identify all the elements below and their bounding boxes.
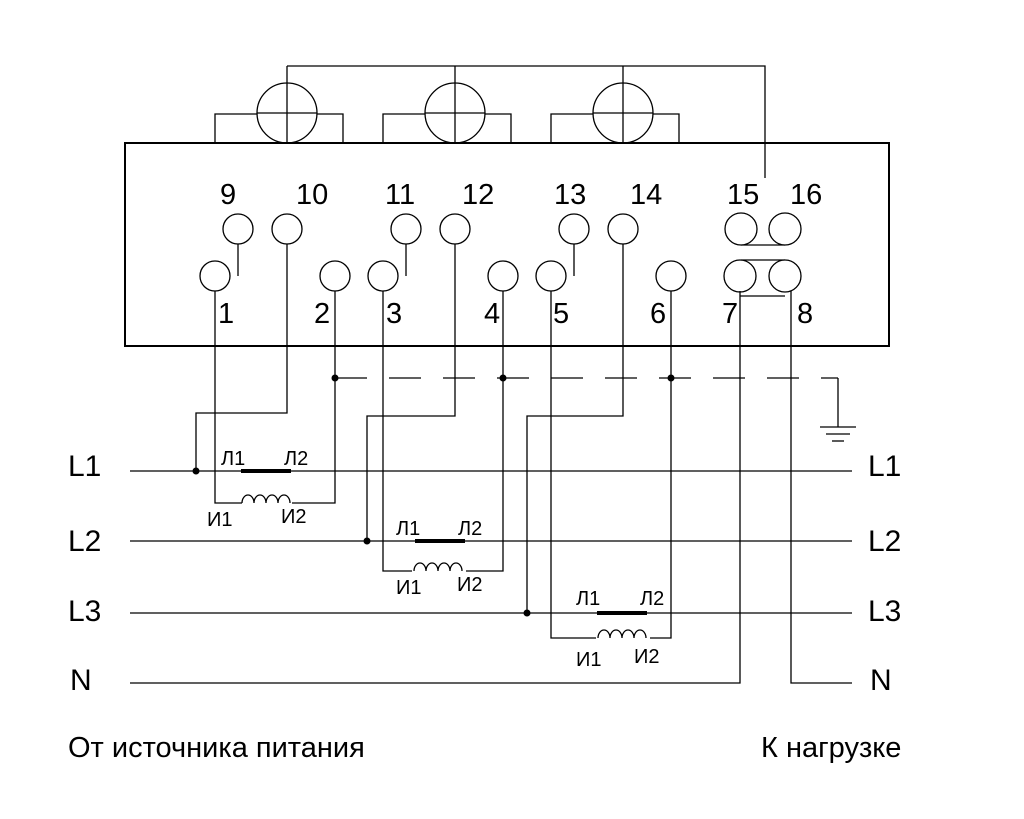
ct1-l2-label: Л2 bbox=[284, 448, 308, 470]
terminal-4-label: 4 bbox=[484, 298, 500, 330]
ground-icon bbox=[820, 426, 856, 442]
terminal-3 bbox=[367, 260, 399, 292]
ct2-i2-label: И2 bbox=[457, 574, 483, 596]
terminal-3-label: 3 bbox=[386, 298, 402, 330]
ct2-l1-label: Л1 bbox=[396, 518, 420, 540]
terminal-16 bbox=[768, 212, 802, 246]
caption-load: К нагрузке bbox=[761, 732, 901, 764]
terminal-11 bbox=[390, 213, 422, 245]
current-transformer-1: Л1 Л2 И1 И2 bbox=[207, 448, 308, 531]
terminal-15-label: 15 bbox=[727, 179, 759, 211]
terminal-12 bbox=[439, 213, 471, 245]
terminal-9 bbox=[222, 213, 254, 245]
ct2-i1-label: И1 bbox=[396, 577, 422, 599]
label-l3-left: L3 bbox=[68, 595, 101, 628]
terminal-7 bbox=[723, 259, 757, 293]
external-wiring bbox=[130, 244, 852, 684]
voltage-coil-1 bbox=[256, 82, 318, 144]
label-n-left: N bbox=[70, 664, 92, 697]
terminal-numbers: 9 10 11 12 13 14 15 16 1 2 3 4 5 6 7 8 bbox=[218, 179, 822, 330]
voltage-coils bbox=[256, 82, 654, 144]
terminal-16-label: 16 bbox=[790, 179, 822, 211]
terminal-1 bbox=[199, 260, 231, 292]
label-n-right: N bbox=[870, 664, 892, 697]
terminal-10 bbox=[271, 213, 303, 245]
terminal-15 bbox=[724, 212, 758, 246]
terminal-14 bbox=[607, 213, 639, 245]
terminal-6 bbox=[655, 260, 687, 292]
label-l1-left: L1 bbox=[68, 450, 101, 483]
label-l2-left: L2 bbox=[68, 525, 101, 558]
terminal-7-label: 7 bbox=[722, 298, 738, 330]
terminal-14-label: 14 bbox=[630, 179, 662, 211]
label-l2-right: L2 bbox=[868, 525, 901, 558]
terminal-1-label: 1 bbox=[218, 298, 234, 330]
ct1-l1-label: Л1 bbox=[221, 448, 245, 470]
terminal-8-label: 8 bbox=[797, 298, 813, 330]
label-l3-right: L3 bbox=[868, 595, 901, 628]
current-transformer-2: Л1 Л2 И1 И2 bbox=[396, 518, 483, 599]
terminal-2-label: 2 bbox=[314, 298, 330, 330]
terminal-9-label: 9 bbox=[220, 179, 236, 211]
ct3-i2-label: И2 bbox=[634, 646, 660, 668]
terminal-2 bbox=[319, 260, 351, 292]
ct2-l2-label: Л2 bbox=[458, 518, 482, 540]
caption-source: От источника питания bbox=[68, 732, 365, 764]
terminal-12-label: 12 bbox=[462, 179, 494, 211]
ct3-l1-label: Л1 bbox=[576, 588, 600, 610]
current-transformer-3: Л1 Л2 И1 И2 bbox=[576, 588, 664, 671]
terminal-13-label: 13 bbox=[554, 179, 586, 211]
terminal-5 bbox=[535, 260, 567, 292]
label-l1-right: L1 bbox=[868, 450, 901, 483]
ct3-i1-label: И1 bbox=[576, 649, 602, 671]
line-labels-left: L1 L2 L3 N bbox=[68, 450, 101, 697]
line-labels-right: L1 L2 L3 N bbox=[868, 450, 901, 697]
terminal-13 bbox=[558, 213, 590, 245]
ct3-l2-label: Л2 bbox=[640, 588, 664, 610]
voltage-coil-3 bbox=[592, 82, 654, 144]
voltage-coil-2 bbox=[424, 82, 486, 144]
terminal-11-label: 11 bbox=[385, 179, 415, 211]
terminal-10-label: 10 bbox=[296, 179, 328, 211]
terminal-6-label: 6 bbox=[650, 298, 666, 330]
terminal-8 bbox=[768, 259, 802, 293]
terminal-4 bbox=[487, 260, 519, 292]
terminal-5-label: 5 bbox=[553, 298, 569, 330]
junction-dots bbox=[192, 374, 675, 617]
ct1-i1-label: И1 bbox=[207, 509, 233, 531]
ct1-i2-label: И2 bbox=[281, 506, 307, 528]
